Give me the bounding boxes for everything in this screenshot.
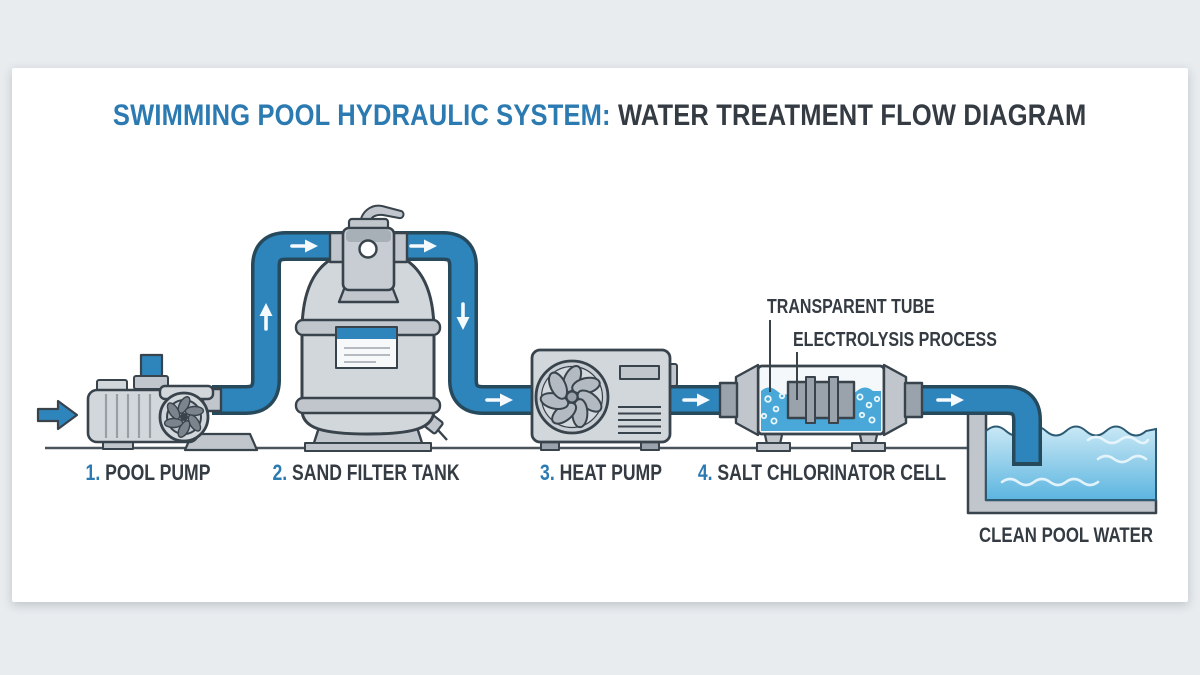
clean-pool-figure <box>966 410 1158 515</box>
impeller-icon <box>163 396 205 438</box>
annotation-transparent-tube: TRANSPARENT TUBE <box>767 296 935 318</box>
inlet-arrow-icon <box>36 399 79 431</box>
fan-icon <box>539 364 603 429</box>
sand-filter-figure <box>294 204 448 452</box>
heat-pump-figure <box>530 348 678 451</box>
bubbles <box>760 392 881 425</box>
label-salt-chlorinator-cell: 4. SALT CHLORINATOR CELL <box>697 460 947 485</box>
title-highlight: SWIMMING POOL HYDRAULIC SYSTEM: <box>113 99 612 132</box>
flow-arrow-icon <box>259 303 273 331</box>
tank-label-plate <box>335 326 398 369</box>
flow-arrow-icon <box>409 239 437 253</box>
label-sand-filter-tank: 2. SAND FILTER TANK <box>272 460 460 485</box>
title-rest: WATER TREATMENT FLOW DIAGRAM <box>611 99 1087 132</box>
flow-arrow-icon <box>485 393 513 407</box>
flow-arrow-icon <box>290 239 318 253</box>
flow-arrow-icon <box>456 302 470 330</box>
page-title: SWIMMING POOL HYDRAULIC SYSTEM: WATER TR… <box>0 99 1200 133</box>
pipe <box>212 231 1042 466</box>
flow-arrow-icon <box>936 393 964 407</box>
multiport-valve <box>328 204 409 304</box>
flow-arrow-icon <box>682 393 710 407</box>
annotation-electrolysis-process: ELECTROLYSIS PROCESS <box>793 329 997 351</box>
pool-pump-figure <box>86 353 259 452</box>
salt-chlorinator-figure <box>718 363 924 452</box>
label-pool-pump: 1. POOL PUMP <box>85 460 211 485</box>
label-clean-pool-water: CLEAN POOL WATER <box>979 524 1153 547</box>
electrolysis-cell <box>786 376 856 424</box>
label-heat-pump: 3. HEAT PUMP <box>540 460 662 485</box>
